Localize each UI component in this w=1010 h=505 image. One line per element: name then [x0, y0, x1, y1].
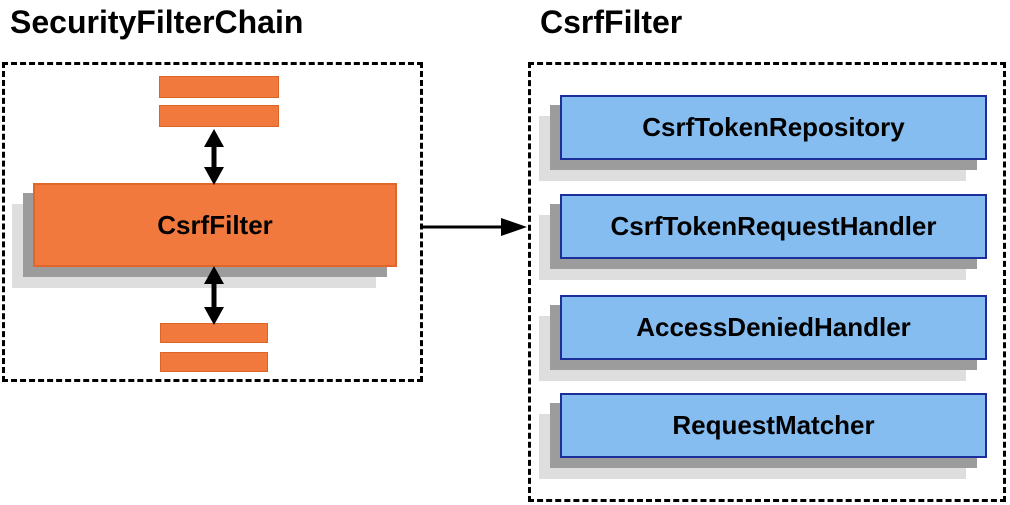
right-arrow-icon: [423, 218, 527, 236]
filter-bar-top-1: [159, 76, 279, 98]
component-box-request-matcher: RequestMatcher: [560, 393, 987, 458]
csrf-filter-box-label: CsrfFilter: [157, 209, 273, 240]
component-box-access-denied-handler: AccessDeniedHandler: [560, 295, 987, 360]
component-box-csrf-token-repository: CsrfTokenRepository: [560, 95, 987, 160]
csrf-filter-panel: CsrfTokenRepository CsrfTokenRequestHand…: [528, 62, 1006, 502]
filter-bar-bottom-1: [160, 323, 268, 343]
component-label: RequestMatcher: [672, 410, 875, 440]
component-label: AccessDeniedHandler: [636, 312, 911, 342]
csrf-filter-title: CsrfFilter: [540, 4, 683, 40]
component-box-csrf-token-request-handler: CsrfTokenRequestHandler: [560, 194, 987, 259]
filter-bar-bottom-2: [160, 352, 268, 372]
component-label: CsrfTokenRequestHandler: [610, 211, 937, 241]
component-label: CsrfTokenRepository: [642, 112, 905, 142]
filter-bar-top-2: [159, 105, 279, 127]
csrf-filter-box: CsrfFilter: [33, 183, 397, 267]
security-filter-chain-title: SecurityFilterChain: [10, 4, 304, 40]
security-filter-chain-panel: CsrfFilter: [2, 62, 423, 382]
